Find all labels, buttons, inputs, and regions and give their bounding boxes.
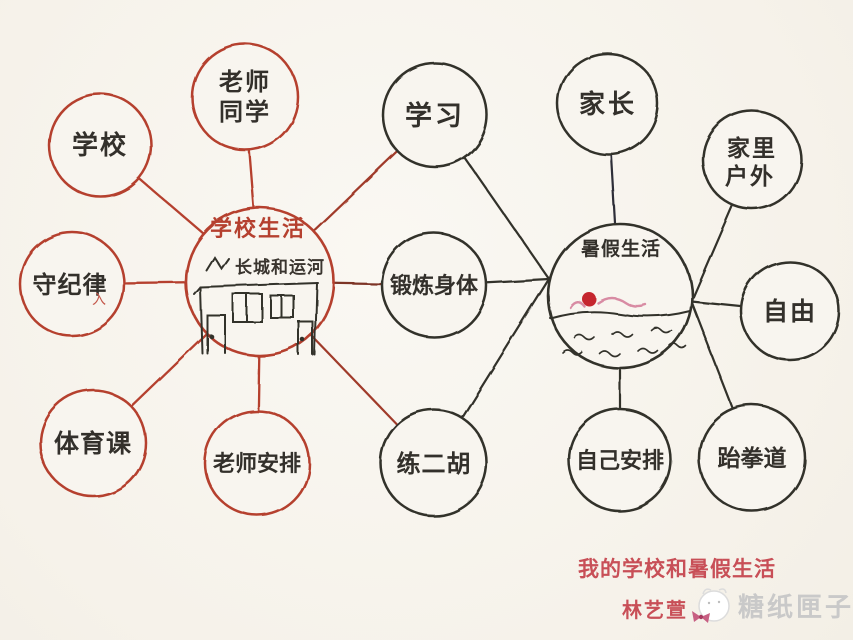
house-right-door — [298, 321, 314, 356]
node-self-arranged-circle — [567, 407, 673, 513]
logo-bow-right — [701, 613, 710, 623]
hub-school-life-circle — [184, 206, 336, 358]
node-taekwondo-circle — [697, 403, 807, 513]
watermark-logo — [692, 588, 730, 623]
node-study-label: 学习 — [405, 100, 465, 132]
footer-author: 林艺萱 — [622, 598, 688, 622]
logo-bow-knot — [698, 614, 704, 620]
node-taekwondo-label: 跆拳道 — [718, 445, 787, 472]
logo-eye-right — [717, 600, 721, 604]
node-teachers-label-line2: 同学 — [219, 98, 271, 126]
swimmer-arm — [568, 300, 586, 309]
water-line — [549, 310, 691, 319]
footer: 我的学校和暑假生活 林艺萱 糖纸匣子 — [578, 557, 853, 623]
node-home-label-line1: 家里 — [727, 135, 777, 162]
node-erhu-label: 练二胡 — [397, 450, 472, 478]
node-parents-label: 家长 — [579, 89, 637, 120]
logo-eye-left — [707, 601, 711, 605]
node-teachers-circle — [190, 42, 300, 152]
node-freedom-label: 自由 — [763, 297, 817, 326]
hub-school-life-title: 学校生活 — [210, 216, 306, 242]
logo-face — [698, 590, 730, 622]
node-school-label: 学校 — [72, 130, 128, 161]
node-school-circle — [47, 92, 153, 198]
house-left-wall — [199, 286, 203, 354]
house-right-wall — [314, 282, 318, 356]
node-home-label-line2: 户外 — [725, 163, 775, 190]
house-left-door — [206, 314, 226, 354]
zigzag-mark — [205, 255, 229, 271]
logo-bow-left — [692, 611, 701, 622]
hub-summer-life-circle — [546, 222, 694, 370]
logo-ear-left — [702, 588, 712, 595]
node-discipline-label: 守纪律 — [33, 271, 108, 299]
node-exercise-label: 锻炼身体 — [390, 273, 479, 299]
node-freedom-circle — [739, 260, 841, 362]
school-house-sketch — [193, 255, 319, 356]
node-home-circle — [701, 109, 803, 211]
swimmer-sketch — [549, 292, 691, 358]
house-right-door-knob — [300, 337, 306, 343]
watermark-text: 糖纸匣子 — [738, 592, 853, 623]
node-teacher-arranged-circle — [203, 409, 311, 517]
node-exercise-circle — [380, 231, 488, 339]
logo-ear-right — [718, 588, 727, 594]
correction-mark: 入 — [92, 292, 106, 308]
node-self-arranged-label: 自己安排 — [576, 448, 664, 474]
node-pe-circle — [38, 388, 148, 498]
hub-school-life-caption: 长城和运河 — [235, 257, 325, 278]
labels-layer: 学校生活 长城和运河 暑假生活 学校 老师 同学 守纪律 体育课 老师安排 学习… — [33, 68, 817, 478]
circles-layer — [18, 42, 841, 518]
swim-cap — [582, 292, 596, 306]
node-pe-label: 体育课 — [54, 429, 132, 458]
wave-squiggles — [561, 327, 687, 358]
node-teacher-arranged-label: 老师安排 — [212, 451, 301, 477]
footer-title: 我的学校和暑假生活 — [578, 557, 776, 581]
node-study-circle — [381, 61, 489, 169]
hub-summer-life-title: 暑假生活 — [581, 237, 661, 260]
swimmer-body — [596, 296, 648, 308]
house-left-door-knob — [208, 333, 214, 339]
node-erhu-circle — [379, 408, 489, 518]
node-parents-circle — [556, 52, 660, 156]
node-teachers-label-line1: 老师 — [219, 68, 271, 96]
node-discipline-circle — [18, 230, 126, 338]
